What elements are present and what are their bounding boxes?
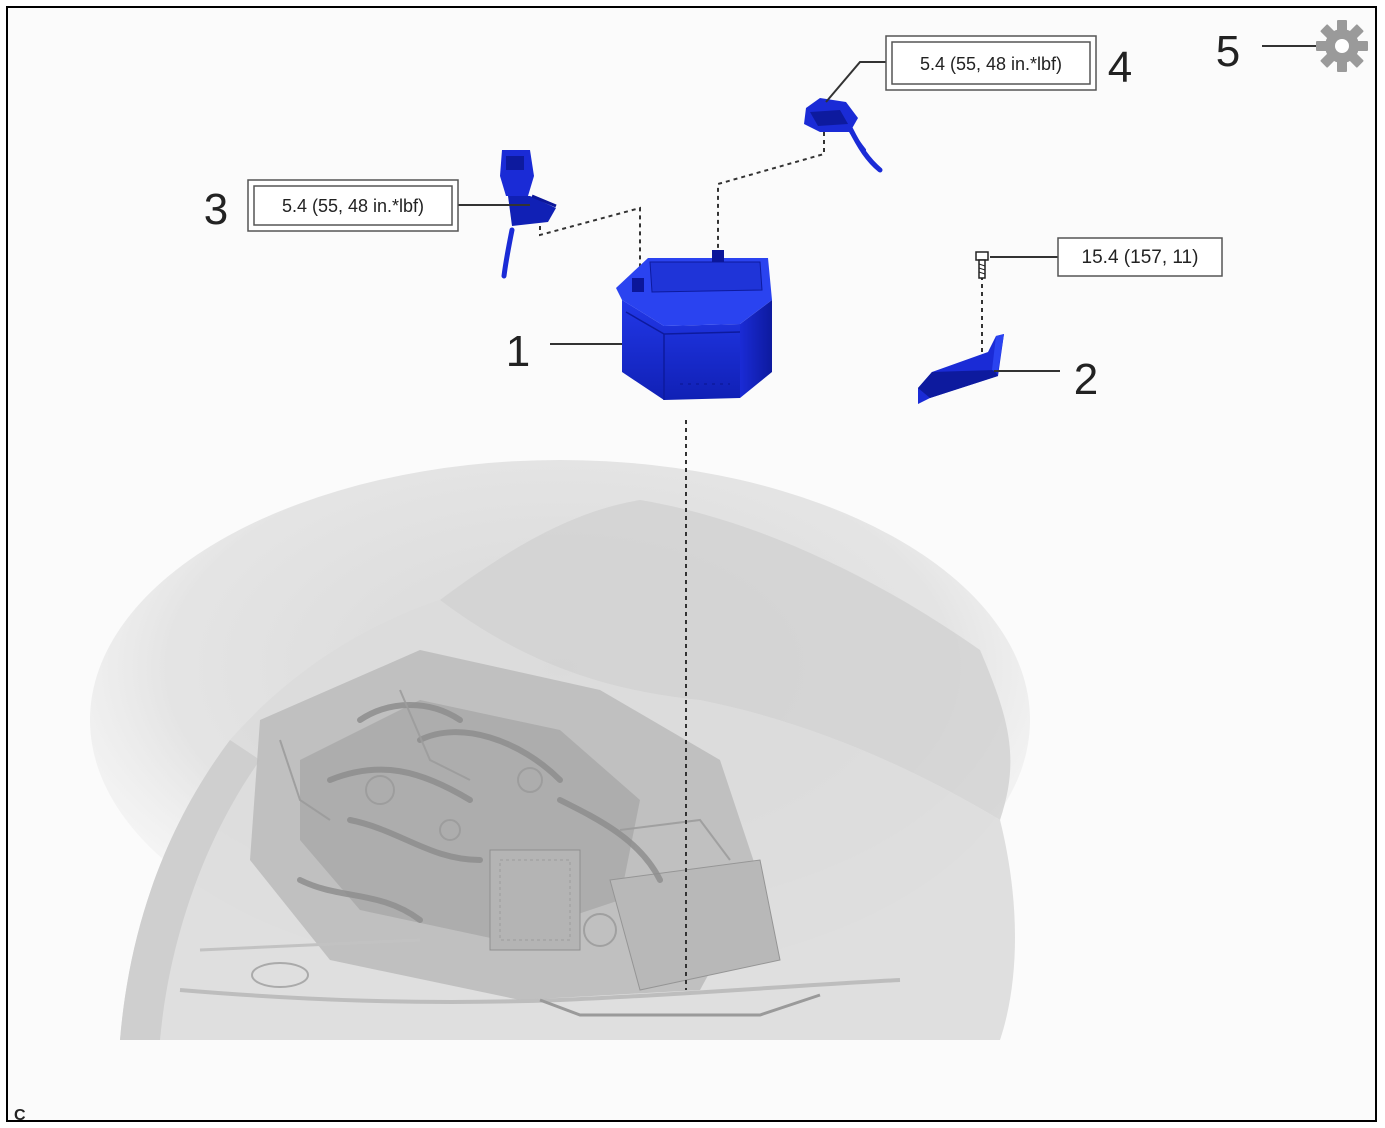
callout-1: 1 [506,327,530,376]
negative-terminal-part [500,150,557,279]
torque-value-neg-terminal: 5.4 (55, 48 in.*lbf) [282,196,424,216]
battery-clamp-bracket-part [918,334,1004,404]
callout-5: 5 [1216,27,1240,76]
gear-icon [1316,20,1368,72]
callout-3: 3 [204,185,228,234]
positive-terminal-part [804,98,883,173]
torque-box-pos-terminal: 5.4 (55, 48 in.*lbf) [885,35,1097,91]
battery-part [616,250,772,400]
bolt-part [975,251,989,279]
callout-4: 4 [1108,43,1132,92]
installation-guide-lines [539,132,983,990]
torque-box-neg-terminal: 5.4 (55, 48 in.*lbf) [247,179,459,232]
engine-bay-illustration [90,460,1030,1040]
torque-value-pos-terminal: 5.4 (55, 48 in.*lbf) [920,54,1062,74]
torque-value-bracket-bolt: 15.4 (157, 11) [1082,247,1199,268]
figure-code: C [14,1107,26,1124]
callout-leaders [458,45,1320,372]
callout-2: 2 [1074,355,1098,404]
torque-box-bracket-bolt: 15.4 (157, 11) [1057,237,1223,277]
